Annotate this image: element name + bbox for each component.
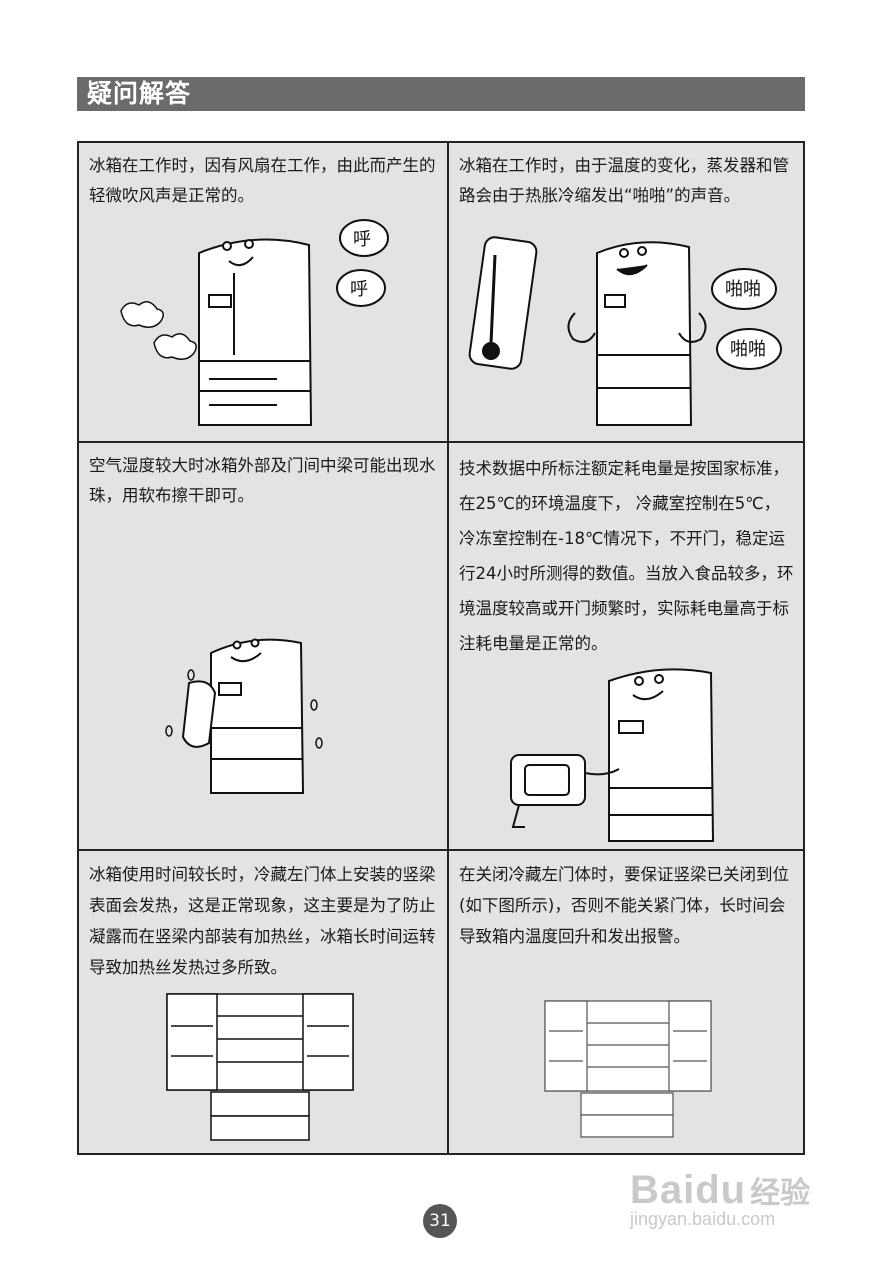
faq-text: 在关闭冷藏左门体时，要保证竖梁已关闭到位(如下图所示)，否则不能关紧门体，长时间… [459,865,789,946]
speech-bubble-2: 啪啪 [717,329,781,369]
fridge-meter-illustration [449,443,803,849]
faq-cell-close-door: 在关闭冷藏左门体时，要保证竖梁已关闭到位(如下图所示)，否则不能关紧门体，长时间… [449,851,803,1153]
faq-cell-condensation: 空气湿度较大时冰箱外部及门间中梁可能出现水珠，用软布擦干即可。 [79,443,447,849]
grid-divider-row1 [79,441,803,443]
fridge-blowing-illustration: 呼 呼 [79,143,447,441]
watermark-brand-2: du [695,1168,747,1212]
speech-bubble-1: 啪啪 [712,269,776,309]
water-drop-icon [166,670,322,748]
fridge-beam-closed-illustration [449,851,803,1153]
speech-bubble-1: 呼 [340,220,388,256]
fridge-open-doors-illustration [79,851,447,1153]
faq-grid: 冰箱在工作时，因有风扇在工作，由此而产生的轻微吹风声是正常的。 呼 呼 [77,141,805,1155]
air-puff-icon [121,302,196,359]
svg-text:呼: 呼 [350,279,368,300]
watermark-jingyan: 经验 [750,1176,811,1211]
speech-bubble-2: 呼 [337,270,385,306]
fridge-wiping-illustration [79,443,447,849]
faq-cell-fan-noise: 冰箱在工作时，因有风扇在工作，由此而产生的轻微吹风声是正常的。 呼 呼 [79,143,447,441]
faq-text: 技术数据中所标注额定耗电量是按国家标准，在25℃的环境温度下， 冷藏室控制在5℃… [459,459,794,653]
grid-divider-vertical [447,143,449,1153]
power-meter-icon [511,755,619,827]
faq-text: 冰箱在工作时，因有风扇在工作，由此而产生的轻微吹风声是正常的。 [89,156,436,205]
page-number: 31 [423,1204,457,1238]
page-title: 疑问解答 [77,77,805,111]
fridge-thermometer-illustration: 啪啪 啪啪 [449,143,803,441]
faq-cell-power-consumption: 技术数据中所标注额定耗电量是按国家标准，在25℃的环境温度下， 冷藏室控制在5℃… [449,443,803,849]
thermometer-icon [468,236,537,370]
faq-cell-beam-heating: 冰箱使用时间较长时，冷藏左门体上安装的竖梁表面会发热，这是正常现象，这主要是为了… [79,851,447,1153]
svg-text:呼: 呼 [353,229,371,250]
grid-divider-row2 [79,849,803,851]
faq-text: 冰箱在工作时，由于温度的变化，蒸发器和管路会由于热胀冷缩发出“啪啪”的声音。 [459,156,789,205]
watermark-url: jingyan.baidu.com [630,1209,776,1229]
faq-text: 空气湿度较大时冰箱外部及门间中梁可能出现水珠，用软布擦干即可。 [89,456,436,505]
svg-text:啪啪: 啪啪 [725,279,761,300]
faq-text: 冰箱使用时间较长时，冷藏左门体上安装的竖梁表面会发热，这是正常现象，这主要是为了… [89,865,436,977]
faq-cell-popping-sound: 冰箱在工作时，由于温度的变化，蒸发器和管路会由于热胀冷缩发出“啪啪”的声音。 啪… [449,143,803,441]
svg-text:啪啪: 啪啪 [730,339,766,360]
watermark-brand: Bai [630,1168,696,1212]
